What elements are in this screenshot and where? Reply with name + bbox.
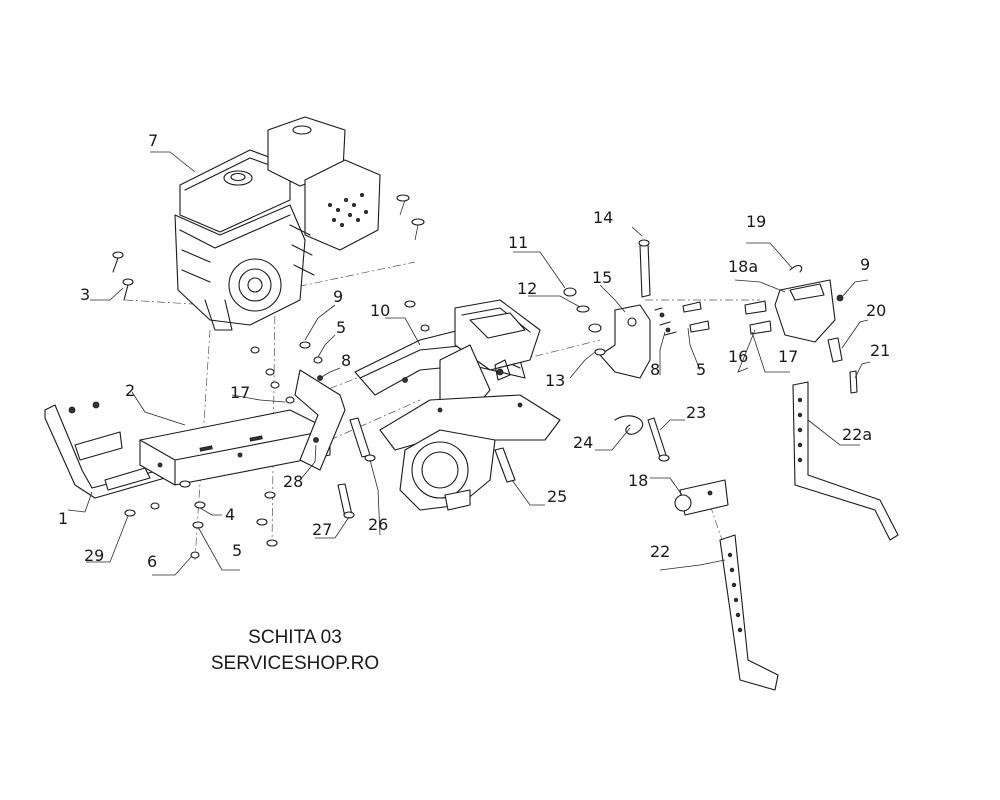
depth-stake-22 [719,534,779,691]
engine-assembly [174,116,425,331]
engine-bolts [112,251,134,301]
callout-9-right: 9 [860,255,870,274]
callout-7: 7 [148,131,158,150]
fasteners-lower [124,300,430,559]
callout-5-right: 5 [696,360,706,379]
callout-6: 6 [147,552,157,571]
callout-13: 13 [545,371,565,390]
callout-2: 2 [125,381,135,400]
callout-20: 20 [866,301,886,320]
callout-8: 8 [341,351,351,370]
caption-source-label: SERVICESHOP.RO [210,653,380,674]
callout-5: 5 [336,318,346,337]
diagram-caption: SCHITA 03 SERVICESHOP.RO [200,625,390,677]
callout-4: 4 [225,505,235,524]
callout-labels: 7 3 9 5 8 10 11 12 13 14 15 8 5 16 17 18… [58,131,890,571]
callout-26: 26 [368,515,388,534]
callout-10: 10 [370,301,390,320]
callout-5-bottom: 5 [232,541,242,560]
callout-22: 22 [650,542,670,561]
transmission-housing [379,299,561,511]
front-frame [44,401,166,499]
callout-14: 14 [593,208,613,227]
callout-15: 15 [592,268,612,287]
callout-21: 21 [870,341,890,360]
callout-1: 1 [58,509,68,528]
pins-and-clips [337,415,670,519]
callout-16: 16 [728,347,748,366]
callout-9: 9 [333,287,343,306]
engine-air-filter-vents [327,192,368,227]
side-bracket [294,369,346,471]
callout-25: 25 [547,487,567,506]
callout-12: 12 [517,279,537,298]
upright-bracket [599,239,710,379]
callout-27: 27 [312,520,332,539]
main-rail [139,409,331,486]
callout-23: 23 [686,403,706,422]
callout-24: 24 [573,433,593,452]
callout-29: 29 [84,546,104,565]
depth-stake-22a [792,381,899,541]
callout-18: 18 [628,471,648,490]
callout-17-left: 17 [230,383,250,402]
callout-3: 3 [80,285,90,304]
callout-28: 28 [283,472,303,491]
callout-18a: 18a [728,257,758,276]
callout-8-right: 8 [650,360,660,379]
callout-11: 11 [508,233,528,252]
depth-stake-clamp [674,479,729,516]
washers-nuts-upper [563,287,606,356]
callout-17-right: 17 [778,347,798,366]
leader-lines [67,151,871,576]
callout-19: 19 [746,212,766,231]
caption-sheet-label: SCHITA 03 [248,627,342,648]
callout-22a: 22a [842,425,872,444]
rear-hitch-bracket [744,264,858,394]
